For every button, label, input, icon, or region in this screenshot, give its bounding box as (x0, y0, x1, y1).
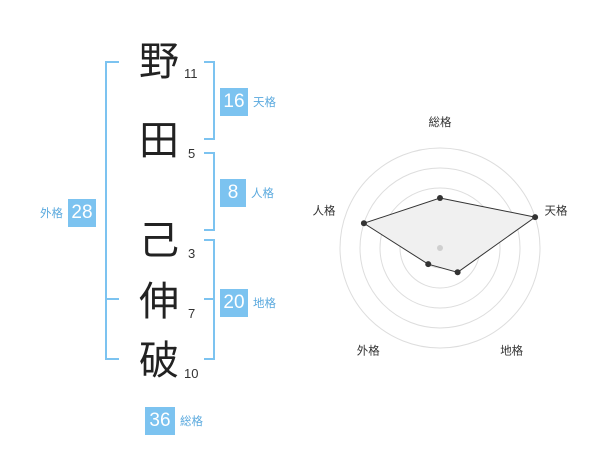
jinkaku-value: 8 (220, 179, 246, 207)
radar-axis-label: 人格 (313, 203, 336, 217)
name-char-3: 己 (139, 218, 179, 264)
radar-ring-3 (379, 187, 501, 309)
gaikaku-label: 外格 (40, 206, 63, 220)
stroke-count-2: 5 (188, 146, 196, 161)
radar-axis-label: 天格 (545, 203, 568, 217)
name-char-2: 田 (139, 118, 179, 164)
jinkaku-bracket (204, 152, 215, 231)
soukaku-value: 36 (145, 407, 175, 435)
name-char-5: 破 (139, 338, 179, 384)
stroke-count-4: 7 (188, 306, 196, 321)
radar-point-4 (360, 220, 367, 227)
stroke-count-5: 10 (184, 366, 199, 381)
jinkaku-label: 人格 (251, 186, 274, 200)
radar-point-3 (425, 261, 432, 268)
jinkaku-badge: 8 人格 (220, 179, 274, 207)
tenkaku-label: 天格 (253, 95, 276, 109)
stroke-count-3: 3 (188, 246, 196, 261)
radar-axis-label: 総格 (429, 115, 452, 129)
radar-ring-5 (339, 147, 541, 349)
chikaku-value: 20 (220, 289, 248, 317)
radar-point-1 (532, 214, 539, 221)
outer-bracket (105, 61, 119, 360)
tenkaku-badge: 16 天格 (220, 88, 276, 116)
gaikaku-badge: 28 外格 (40, 199, 96, 227)
radar-axis-label: 地格 (500, 344, 523, 358)
radar-ring-1 (419, 227, 461, 269)
radar-polygon (362, 197, 537, 273)
soukaku-badge: 36 総格 (145, 407, 203, 435)
radar-center-dot (437, 245, 443, 251)
chikaku-label: 地格 (253, 296, 276, 310)
chikaku-bracket-tick (204, 298, 215, 300)
gaikaku-value: 28 (68, 199, 96, 227)
radar-ring-4 (359, 167, 521, 329)
tenkaku-value: 16 (220, 88, 248, 116)
name-char-1: 野 (139, 39, 179, 85)
outer-bracket-tick (105, 298, 119, 300)
radar-ring-2 (399, 207, 481, 289)
radar-point-2 (454, 269, 461, 276)
chikaku-badge: 20 地格 (220, 289, 276, 317)
radar-axis-label: 外格 (357, 344, 380, 358)
stroke-count-1: 11 (184, 66, 198, 81)
radar-point-0 (437, 195, 443, 201)
name-char-4: 伸 (139, 279, 179, 325)
tenkaku-bracket (204, 61, 215, 140)
soukaku-label: 総格 (180, 414, 203, 428)
